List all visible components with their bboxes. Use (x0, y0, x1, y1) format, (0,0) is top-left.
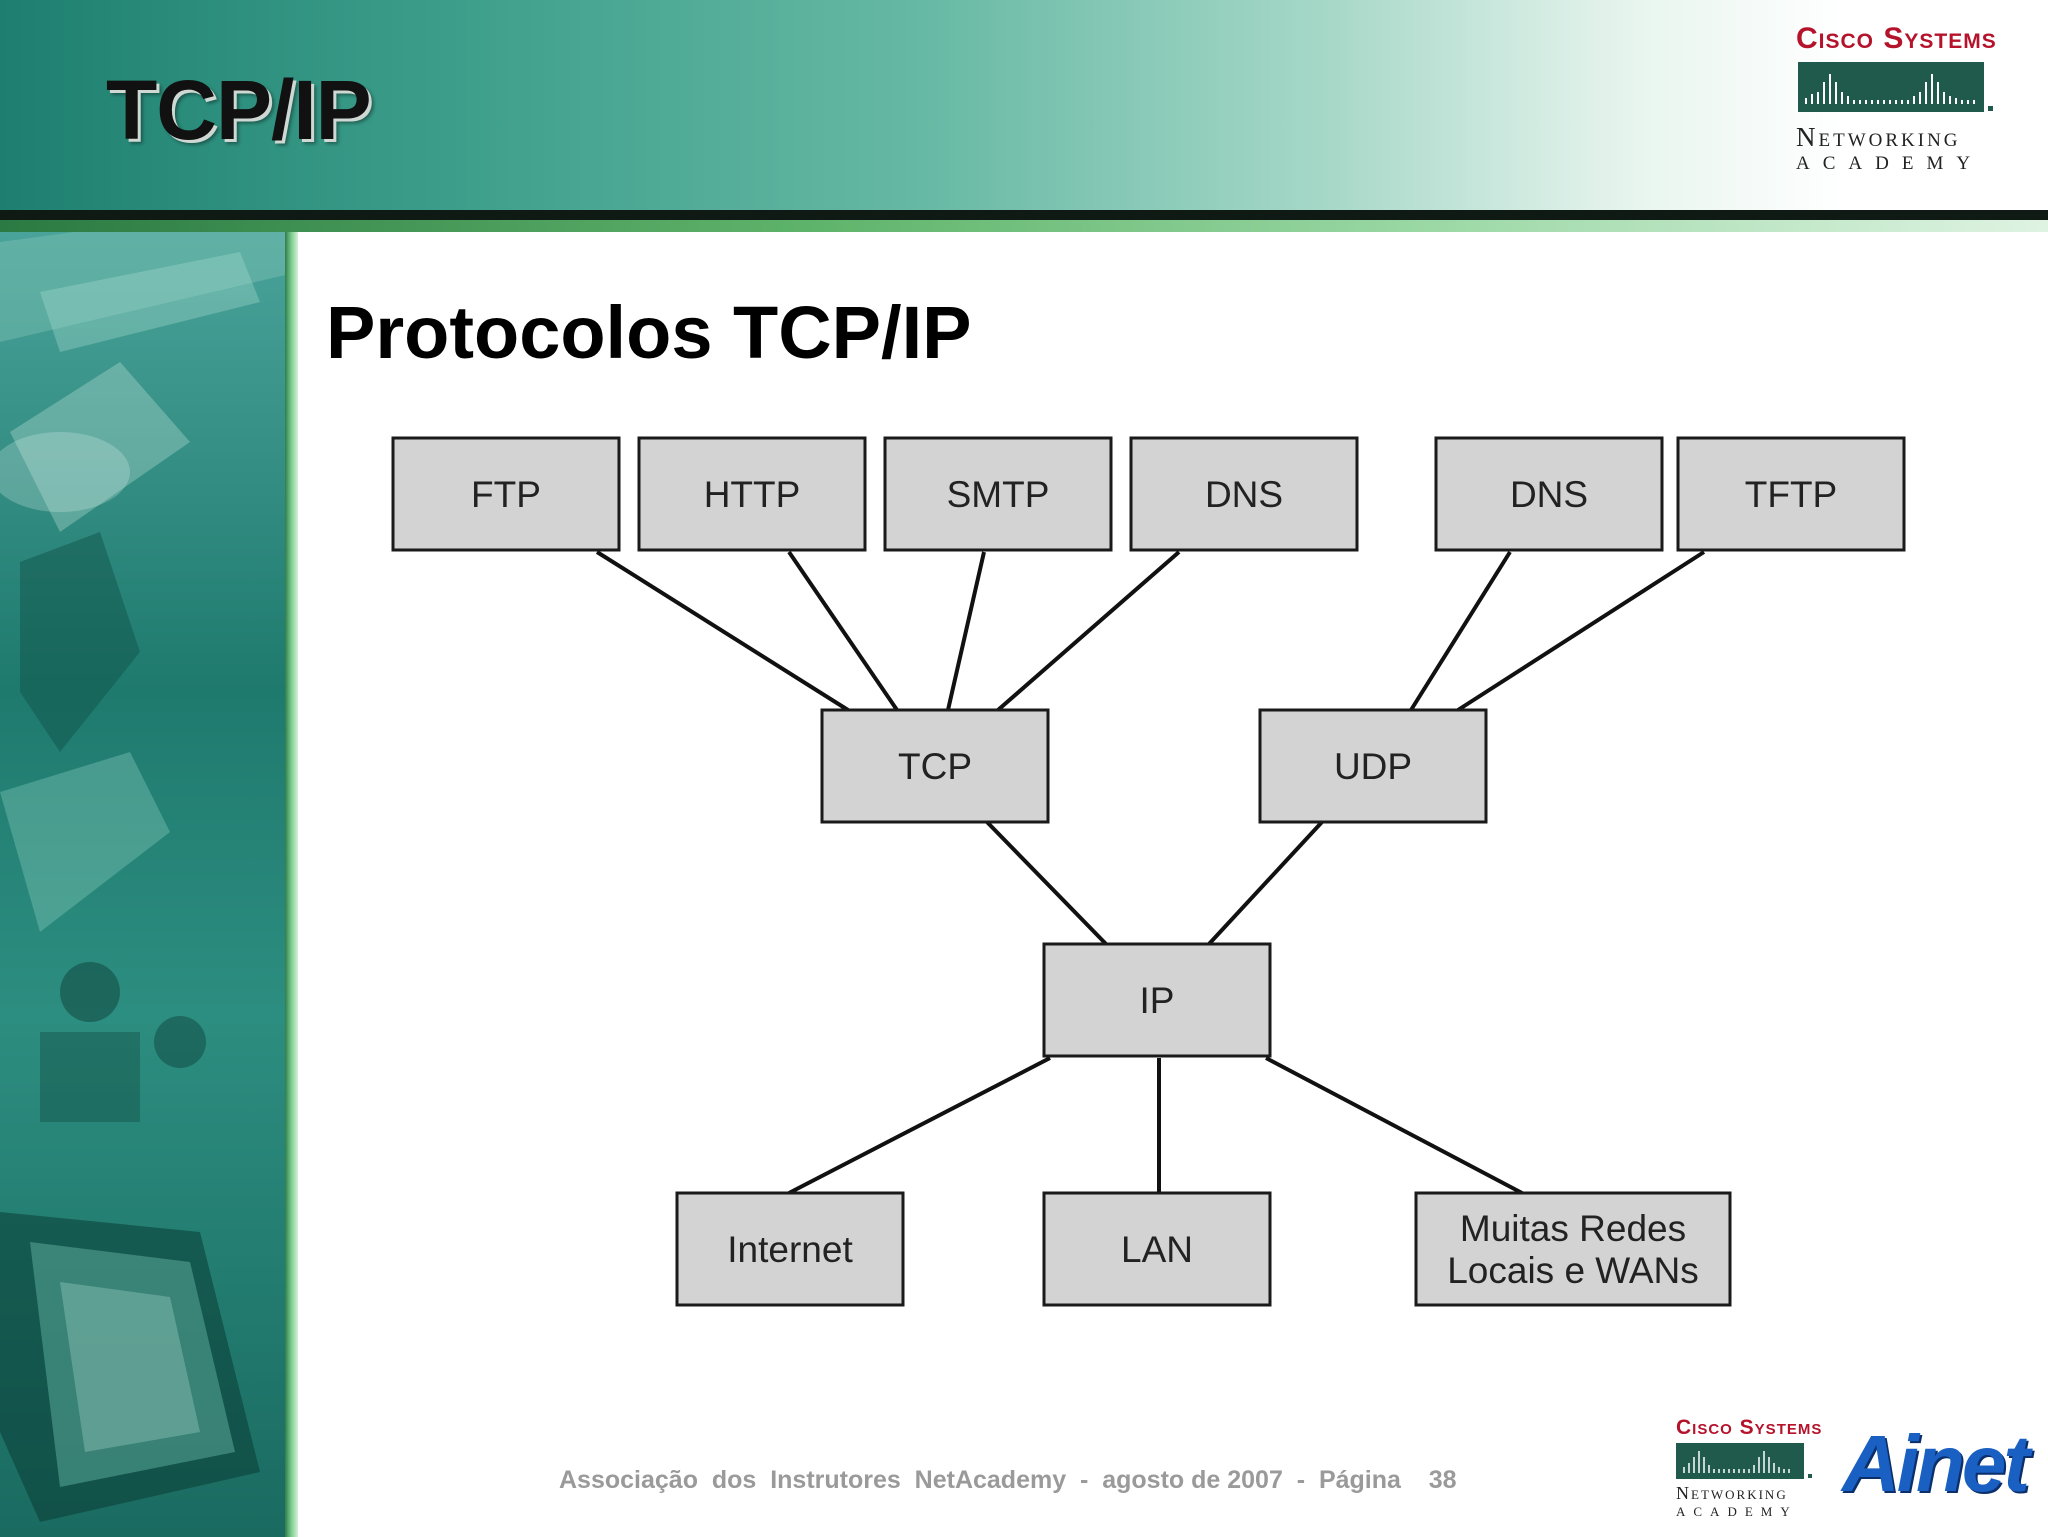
ainet-logo: Ainet (1842, 1418, 2030, 1510)
node-label: SMTP (947, 474, 1050, 515)
networking-wordmark: Networking (1796, 122, 1961, 152)
sidebar-photo-collage (0, 232, 298, 1537)
node-smtp: SMTP (883, 436, 1113, 552)
node-dns-udp: DNS (1434, 436, 1664, 552)
node-label: DNS (1205, 474, 1283, 515)
node-box (1129, 436, 1359, 552)
node-box (1042, 942, 1272, 1058)
node-label: LAN (1121, 1229, 1193, 1270)
node-lan: LAN (1042, 1191, 1272, 1307)
academy-wordmark-small: ACADEMY (1676, 1504, 1798, 1519)
slide-title: Protocolos TCP/IP (326, 291, 972, 374)
diagram-nodes: FTP HTTP SMTP DNS DNS TFTP TCP UDP IP Internet LAN… (391, 436, 1906, 1307)
cisco-bridge-icon-small (1676, 1443, 1812, 1479)
academy-wordmark: ACADEMY (1796, 153, 1984, 174)
node-box (391, 436, 621, 552)
node-box (637, 436, 867, 552)
cisco-systems-wordmark-small: Cisco Systems (1676, 1416, 1823, 1439)
edge-dns_udp-udp (1409, 550, 1512, 712)
node-dns-tcp: DNS (1129, 436, 1359, 552)
edge-udp-ip (1207, 820, 1324, 946)
node-label: DNS (1510, 474, 1588, 515)
node-box (820, 708, 1050, 824)
edge-dns_tcp-tcp (996, 550, 1181, 712)
sidebar-decor-image (0, 232, 298, 1522)
edge-ip-wan (1265, 1056, 1523, 1195)
node-internet: Internet (675, 1191, 905, 1307)
diagram-edges (595, 550, 1706, 1195)
node-label: HTTP (704, 474, 801, 515)
sidebar-edge (285, 232, 298, 1537)
node-label: UDP (1334, 746, 1412, 787)
edge-tftp-udp (1456, 550, 1706, 712)
edge-http-tcp (787, 550, 899, 712)
node-box (1414, 1191, 1732, 1307)
edge-tcp-ip (985, 820, 1108, 946)
node-label: Muitas Redes (1460, 1208, 1686, 1249)
node-ftp: FTP (391, 436, 621, 552)
node-box (1258, 708, 1488, 824)
node-udp: UDP (1258, 708, 1488, 824)
ainet-wordmark: Ainet (1842, 1419, 2030, 1508)
footer: Associação dos Instrutores NetAcademy - … (559, 1466, 1457, 1495)
cisco-academy-logo-small: Cisco Systems Networking ACADEMY (1676, 1416, 1821, 1520)
node-tftp: TFTP (1676, 436, 1906, 552)
networking-wordmark-small: Networking (1676, 1483, 1788, 1503)
node-box (883, 436, 1113, 552)
footer-text: Associação dos Instrutores NetAcademy - … (559, 1466, 1401, 1494)
cisco-academy-logo: Cisco Systems Networking ACADEMY (1796, 22, 1996, 175)
header-divider-accent (0, 220, 2048, 232)
node-label: TFTP (1745, 474, 1837, 515)
header-divider (0, 210, 2048, 220)
node-label: Internet (727, 1229, 853, 1270)
node-http: HTTP (637, 436, 867, 552)
node-label: FTP (471, 474, 541, 515)
cisco-systems-wordmark: Cisco Systems (1796, 22, 1997, 55)
cisco-bridge-icon (1798, 62, 1993, 112)
node-box (1042, 1191, 1272, 1307)
node-label: IP (1140, 980, 1175, 1021)
node-tcp: TCP (820, 708, 1050, 824)
edge-ftp-tcp (595, 550, 850, 712)
page-number: 38 (1428, 1466, 1457, 1494)
header-title: TCP/IP (106, 63, 372, 157)
header-banner (0, 0, 2048, 212)
node-label: Locais e WANs (1447, 1250, 1699, 1291)
node-ip: IP (1042, 942, 1272, 1058)
node-label: TCP (898, 746, 972, 787)
node-box (675, 1191, 905, 1307)
edge-ip-internet (788, 1056, 1051, 1195)
node-box (1676, 436, 1906, 552)
node-box (1434, 436, 1664, 552)
edge-smtp-tcp (946, 551, 986, 711)
